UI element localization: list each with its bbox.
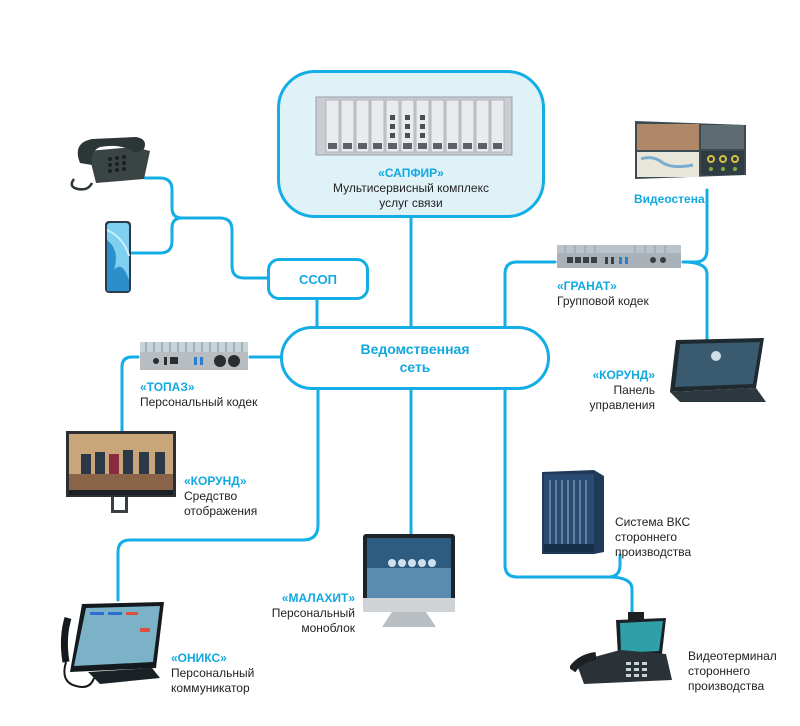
wire-topaz-display	[120, 355, 140, 434]
video-terminal-label: Видеотерминал стороннего производства	[688, 649, 777, 694]
monoblock-icon[interactable]	[362, 533, 456, 633]
videowall-title: Видеостена	[634, 192, 705, 206]
korund-display-desc-1: Средство	[184, 489, 238, 503]
sapfir-desc-2: услуг связи	[379, 196, 443, 210]
video-terminal-desc-3: производства	[688, 679, 765, 693]
korund-panel-brand: «КОРУНД»	[592, 368, 655, 382]
ssop-label: ССОП	[299, 271, 337, 287]
korund-display-label: «КОРУНД» Средство отображения	[184, 474, 257, 519]
oniks-desc-1: Персональный	[171, 666, 255, 680]
malakhit-brand: «МАЛАХИТ»	[281, 591, 355, 605]
network-label-2: сеть	[399, 359, 431, 375]
vks-label: Система ВКС стороннего производства	[615, 515, 691, 560]
korund-panel-desc-2: управления	[589, 398, 655, 412]
video-terminal-desc-2: стороннего	[688, 664, 751, 678]
vks-desc-1: Система ВКС	[615, 515, 691, 529]
server-cabinet-icon[interactable]	[540, 466, 606, 556]
topaz-desc: Персональный кодек	[140, 395, 258, 409]
vks-desc-3: производства	[615, 545, 692, 559]
granat-desc: Групповой кодек	[557, 294, 649, 308]
tablet-panel-icon[interactable]	[666, 336, 770, 404]
sapfir-label: «САПФИР» Мультисервисный комплекс услуг …	[280, 166, 542, 211]
korund-panel-desc-1: Панель	[613, 383, 655, 397]
network-label-1: Ведомственная	[360, 341, 470, 357]
vks-desc-2: стороннего	[615, 530, 678, 544]
wire-vks-network	[503, 386, 622, 579]
wire-deskphone-ssop	[143, 176, 270, 280]
central-network[interactable]: Ведомственная сеть	[280, 326, 550, 390]
smartphone-icon[interactable]	[104, 220, 132, 294]
wire-panel	[681, 260, 709, 342]
sapfir-brand: «САПФИР»	[378, 166, 444, 180]
ssop-box[interactable]: ССОП	[267, 258, 369, 300]
oniks-desc-2: коммуникатор	[171, 681, 250, 695]
codec-box-icon[interactable]	[555, 243, 683, 271]
korund-display-desc-2: отображения	[184, 504, 258, 518]
granat-brand: «ГРАНАТ»	[557, 279, 617, 293]
wire-oniks-network	[116, 386, 320, 602]
display-stand-icon[interactable]	[65, 430, 177, 514]
video-wall-icon[interactable]	[633, 119, 748, 181]
oniks-brand: «ОНИКС»	[171, 651, 227, 665]
wire-terminal	[606, 575, 634, 614]
topaz-brand: «ТОПАЗ»	[140, 380, 195, 394]
desk-phone-icon[interactable]	[66, 133, 158, 195]
wire-granat-network	[503, 260, 557, 329]
sapfir-desc-1: Мультисервисный комплекс	[333, 181, 489, 195]
malakhit-desc-1: Персональный	[271, 606, 355, 620]
malakhit-desc-2: моноблок	[301, 621, 355, 635]
communicator-icon[interactable]	[60, 598, 168, 694]
korund-display-brand: «КОРУНД»	[184, 474, 247, 488]
rack-chassis-icon	[315, 96, 513, 156]
sapfir-box[interactable]: «САПФИР» Мультисервисный комплекс услуг …	[277, 70, 545, 218]
oniks-label: «ОНИКС» Персональный коммуникатор	[171, 651, 254, 696]
korund-panel-label: «КОРУНД» Панель управления	[560, 368, 655, 413]
granat-label: «ГРАНАТ» Групповой кодек	[557, 279, 649, 309]
malakhit-label: «МАЛАХИТ» Персональный моноблок	[250, 591, 355, 636]
topaz-label: «ТОПАЗ» Персональный кодек	[140, 380, 257, 410]
video-phone-icon[interactable]	[570, 610, 680, 688]
videowall-label: Видеостена	[634, 192, 705, 207]
mini-pc-icon[interactable]	[138, 340, 250, 372]
wire-smartphone-ssop	[130, 216, 184, 255]
video-terminal-desc-1: Видеотерминал	[688, 649, 777, 663]
